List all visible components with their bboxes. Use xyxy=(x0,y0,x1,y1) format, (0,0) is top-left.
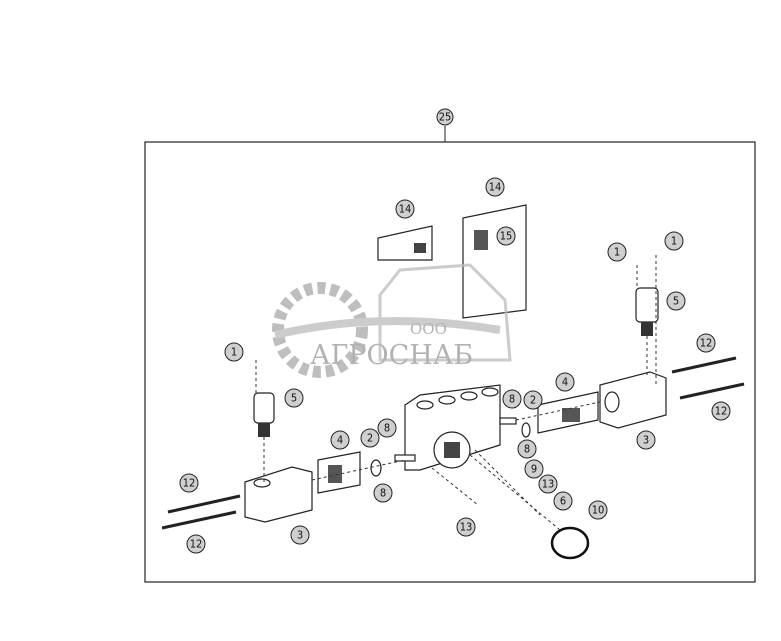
callout-label: 14 xyxy=(399,203,412,216)
callout-4: 4 xyxy=(330,430,350,450)
callout-1: 1 xyxy=(607,242,627,262)
callout-label: 5 xyxy=(291,392,297,405)
callout-1: 1 xyxy=(664,231,684,251)
watermark-name: АГРОСНАБ xyxy=(310,340,473,371)
callout-label: 8 xyxy=(509,393,515,406)
callout-13: 13 xyxy=(456,517,476,537)
callout-label: 25 xyxy=(439,111,452,124)
callout-12: 12 xyxy=(696,333,716,353)
callout-label: 2 xyxy=(367,432,373,445)
callout-label: 3 xyxy=(297,529,303,542)
callout-8: 8 xyxy=(502,389,522,409)
callout-3: 3 xyxy=(636,430,656,450)
callout-15: 15 xyxy=(496,226,516,246)
o-ring-right xyxy=(521,422,531,438)
inset-box-14-left xyxy=(377,225,433,261)
callout-12: 12 xyxy=(711,401,731,421)
inset-box-14-right xyxy=(462,204,527,319)
callout-label: 4 xyxy=(337,434,343,447)
callout-5: 5 xyxy=(284,388,304,408)
callout-label: 1 xyxy=(231,346,237,359)
callout-label: 12 xyxy=(183,477,196,490)
callout-12: 12 xyxy=(179,473,199,493)
callout-4: 4 xyxy=(555,372,575,392)
callout-8: 8 xyxy=(377,418,397,438)
callout-label: 14 xyxy=(489,181,502,194)
callout-8: 8 xyxy=(517,439,537,459)
valve-body xyxy=(394,384,517,471)
callout-label: 13 xyxy=(542,478,555,491)
callout-label: 12 xyxy=(700,337,713,350)
callout-1: 1 xyxy=(224,342,244,362)
callout-label: 6 xyxy=(560,495,566,508)
solenoid-left xyxy=(253,392,275,437)
assembly-frame xyxy=(144,141,756,583)
callout-label: 13 xyxy=(460,521,473,534)
callout-label: 15 xyxy=(500,230,513,243)
callout-6: 6 xyxy=(553,491,573,511)
callout-2: 2 xyxy=(523,390,543,410)
callout-2: 2 xyxy=(360,428,380,448)
callout-label: 10 xyxy=(592,504,605,517)
callout-label: 8 xyxy=(380,487,386,500)
callout-3: 3 xyxy=(290,525,310,545)
callout-label: 4 xyxy=(562,376,568,389)
callout-label: 5 xyxy=(673,295,679,308)
callout-14: 14 xyxy=(485,177,505,197)
callout-label: 8 xyxy=(524,443,530,456)
watermark-prefix: ООО xyxy=(410,320,447,338)
o-ring-large xyxy=(550,526,590,560)
assembly-lines xyxy=(255,255,657,531)
callout-12: 12 xyxy=(186,534,206,554)
callout-8: 8 xyxy=(373,483,393,503)
callout-label: 3 xyxy=(643,434,649,447)
watermark-logo: ООО АГРОСНАБ xyxy=(272,263,512,378)
tie-rods xyxy=(161,356,745,530)
callout-14: 14 xyxy=(395,199,415,219)
end-block-left xyxy=(244,466,313,523)
end-block-right xyxy=(599,371,667,429)
callout-label: 12 xyxy=(715,405,728,418)
spring-kit-left xyxy=(317,451,361,494)
callout-5: 5 xyxy=(666,291,686,311)
callout-label: 1 xyxy=(614,246,620,259)
solenoid-right xyxy=(635,287,659,336)
callout-25: 25 xyxy=(436,108,454,126)
spring-kit-right xyxy=(537,391,599,434)
callout-label: 9 xyxy=(531,463,537,476)
callout-13: 13 xyxy=(538,474,558,494)
callout-9: 9 xyxy=(524,459,544,479)
o-ring-left xyxy=(370,459,382,477)
callout-label: 2 xyxy=(530,394,536,407)
callout-label: 12 xyxy=(190,538,203,551)
callout-10: 10 xyxy=(588,500,608,520)
callout-label: 1 xyxy=(671,235,677,248)
callout-label: 8 xyxy=(384,422,390,435)
